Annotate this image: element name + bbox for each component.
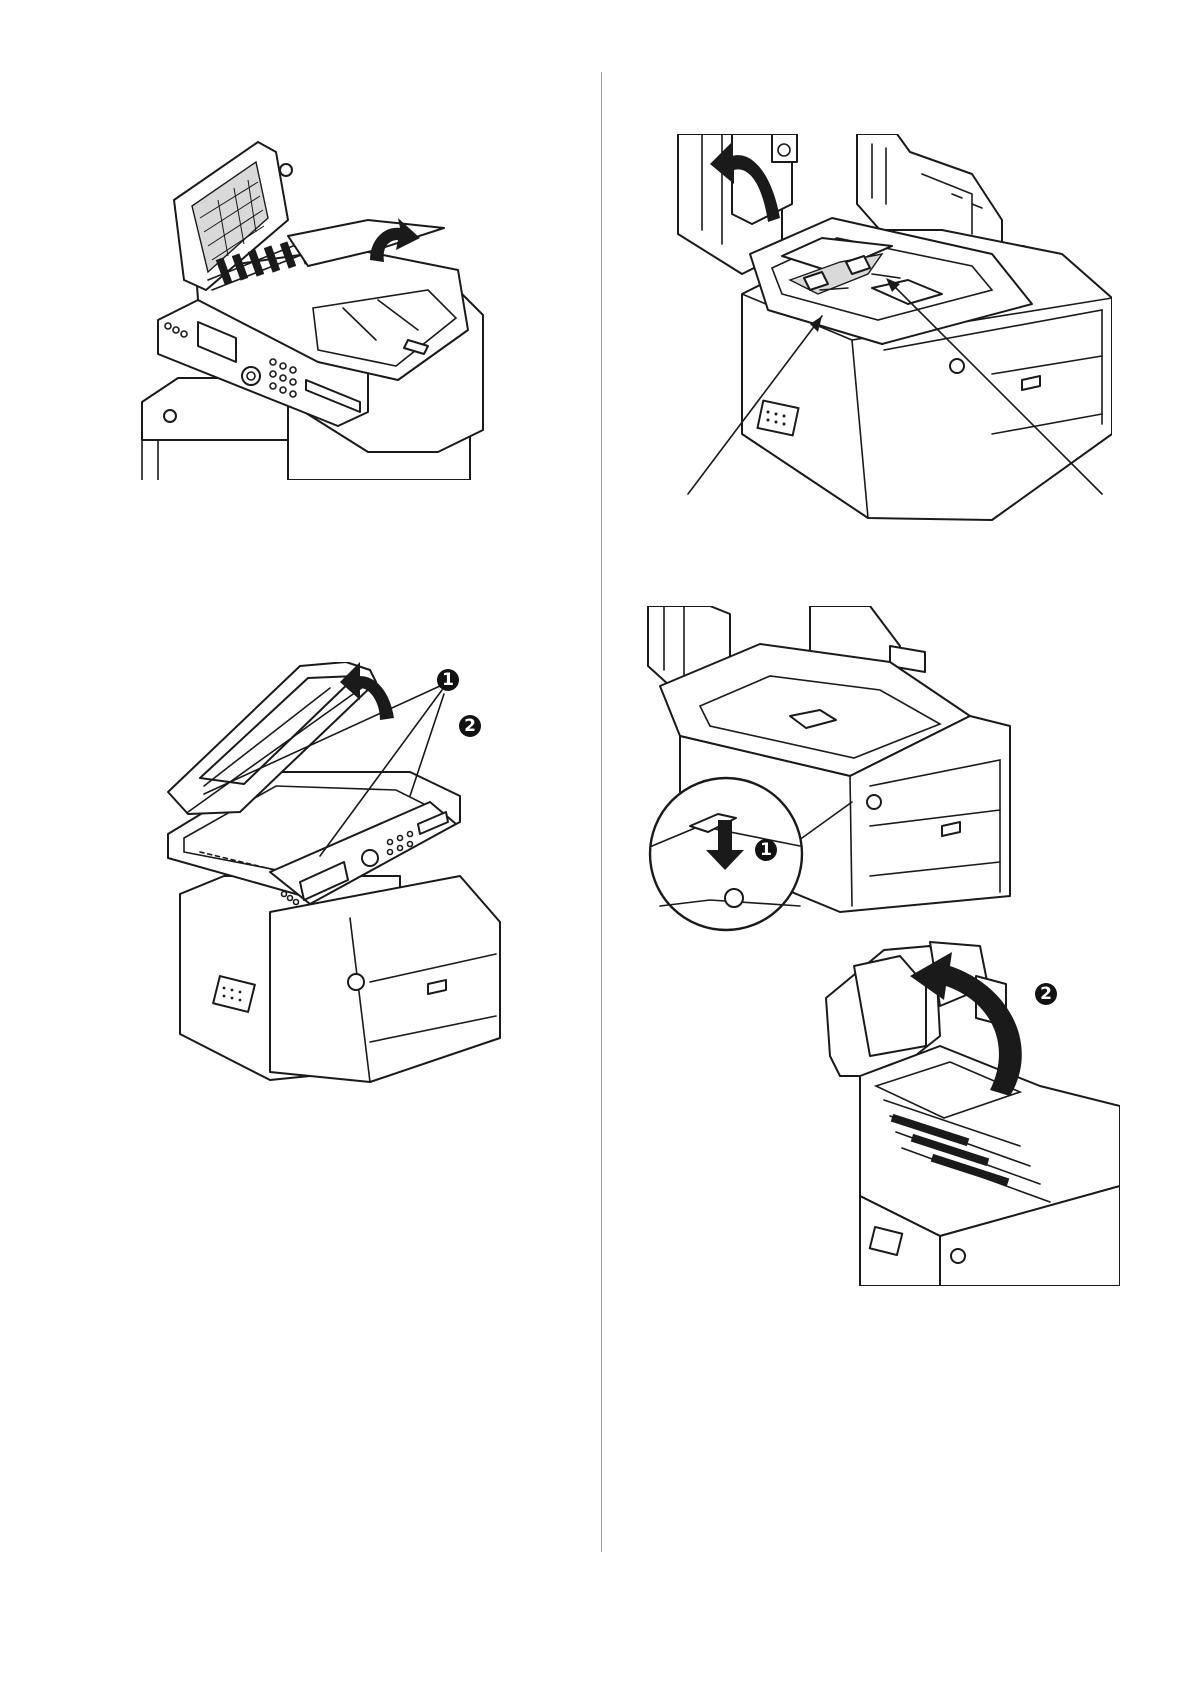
scanner-unit-raised-illustration <box>672 134 1112 534</box>
callout-2: 2 <box>1040 984 1052 1004</box>
column-divider <box>601 72 602 1552</box>
document-glass-open-illustration: 1 2 <box>160 662 560 1092</box>
adf-open-jam-illustration <box>138 140 518 480</box>
callout-1: 1 <box>760 840 772 860</box>
callout-1: 1 <box>442 670 454 690</box>
top-cover-release-illustration: 1 2 <box>640 606 1120 1286</box>
callout-2: 2 <box>464 716 476 736</box>
